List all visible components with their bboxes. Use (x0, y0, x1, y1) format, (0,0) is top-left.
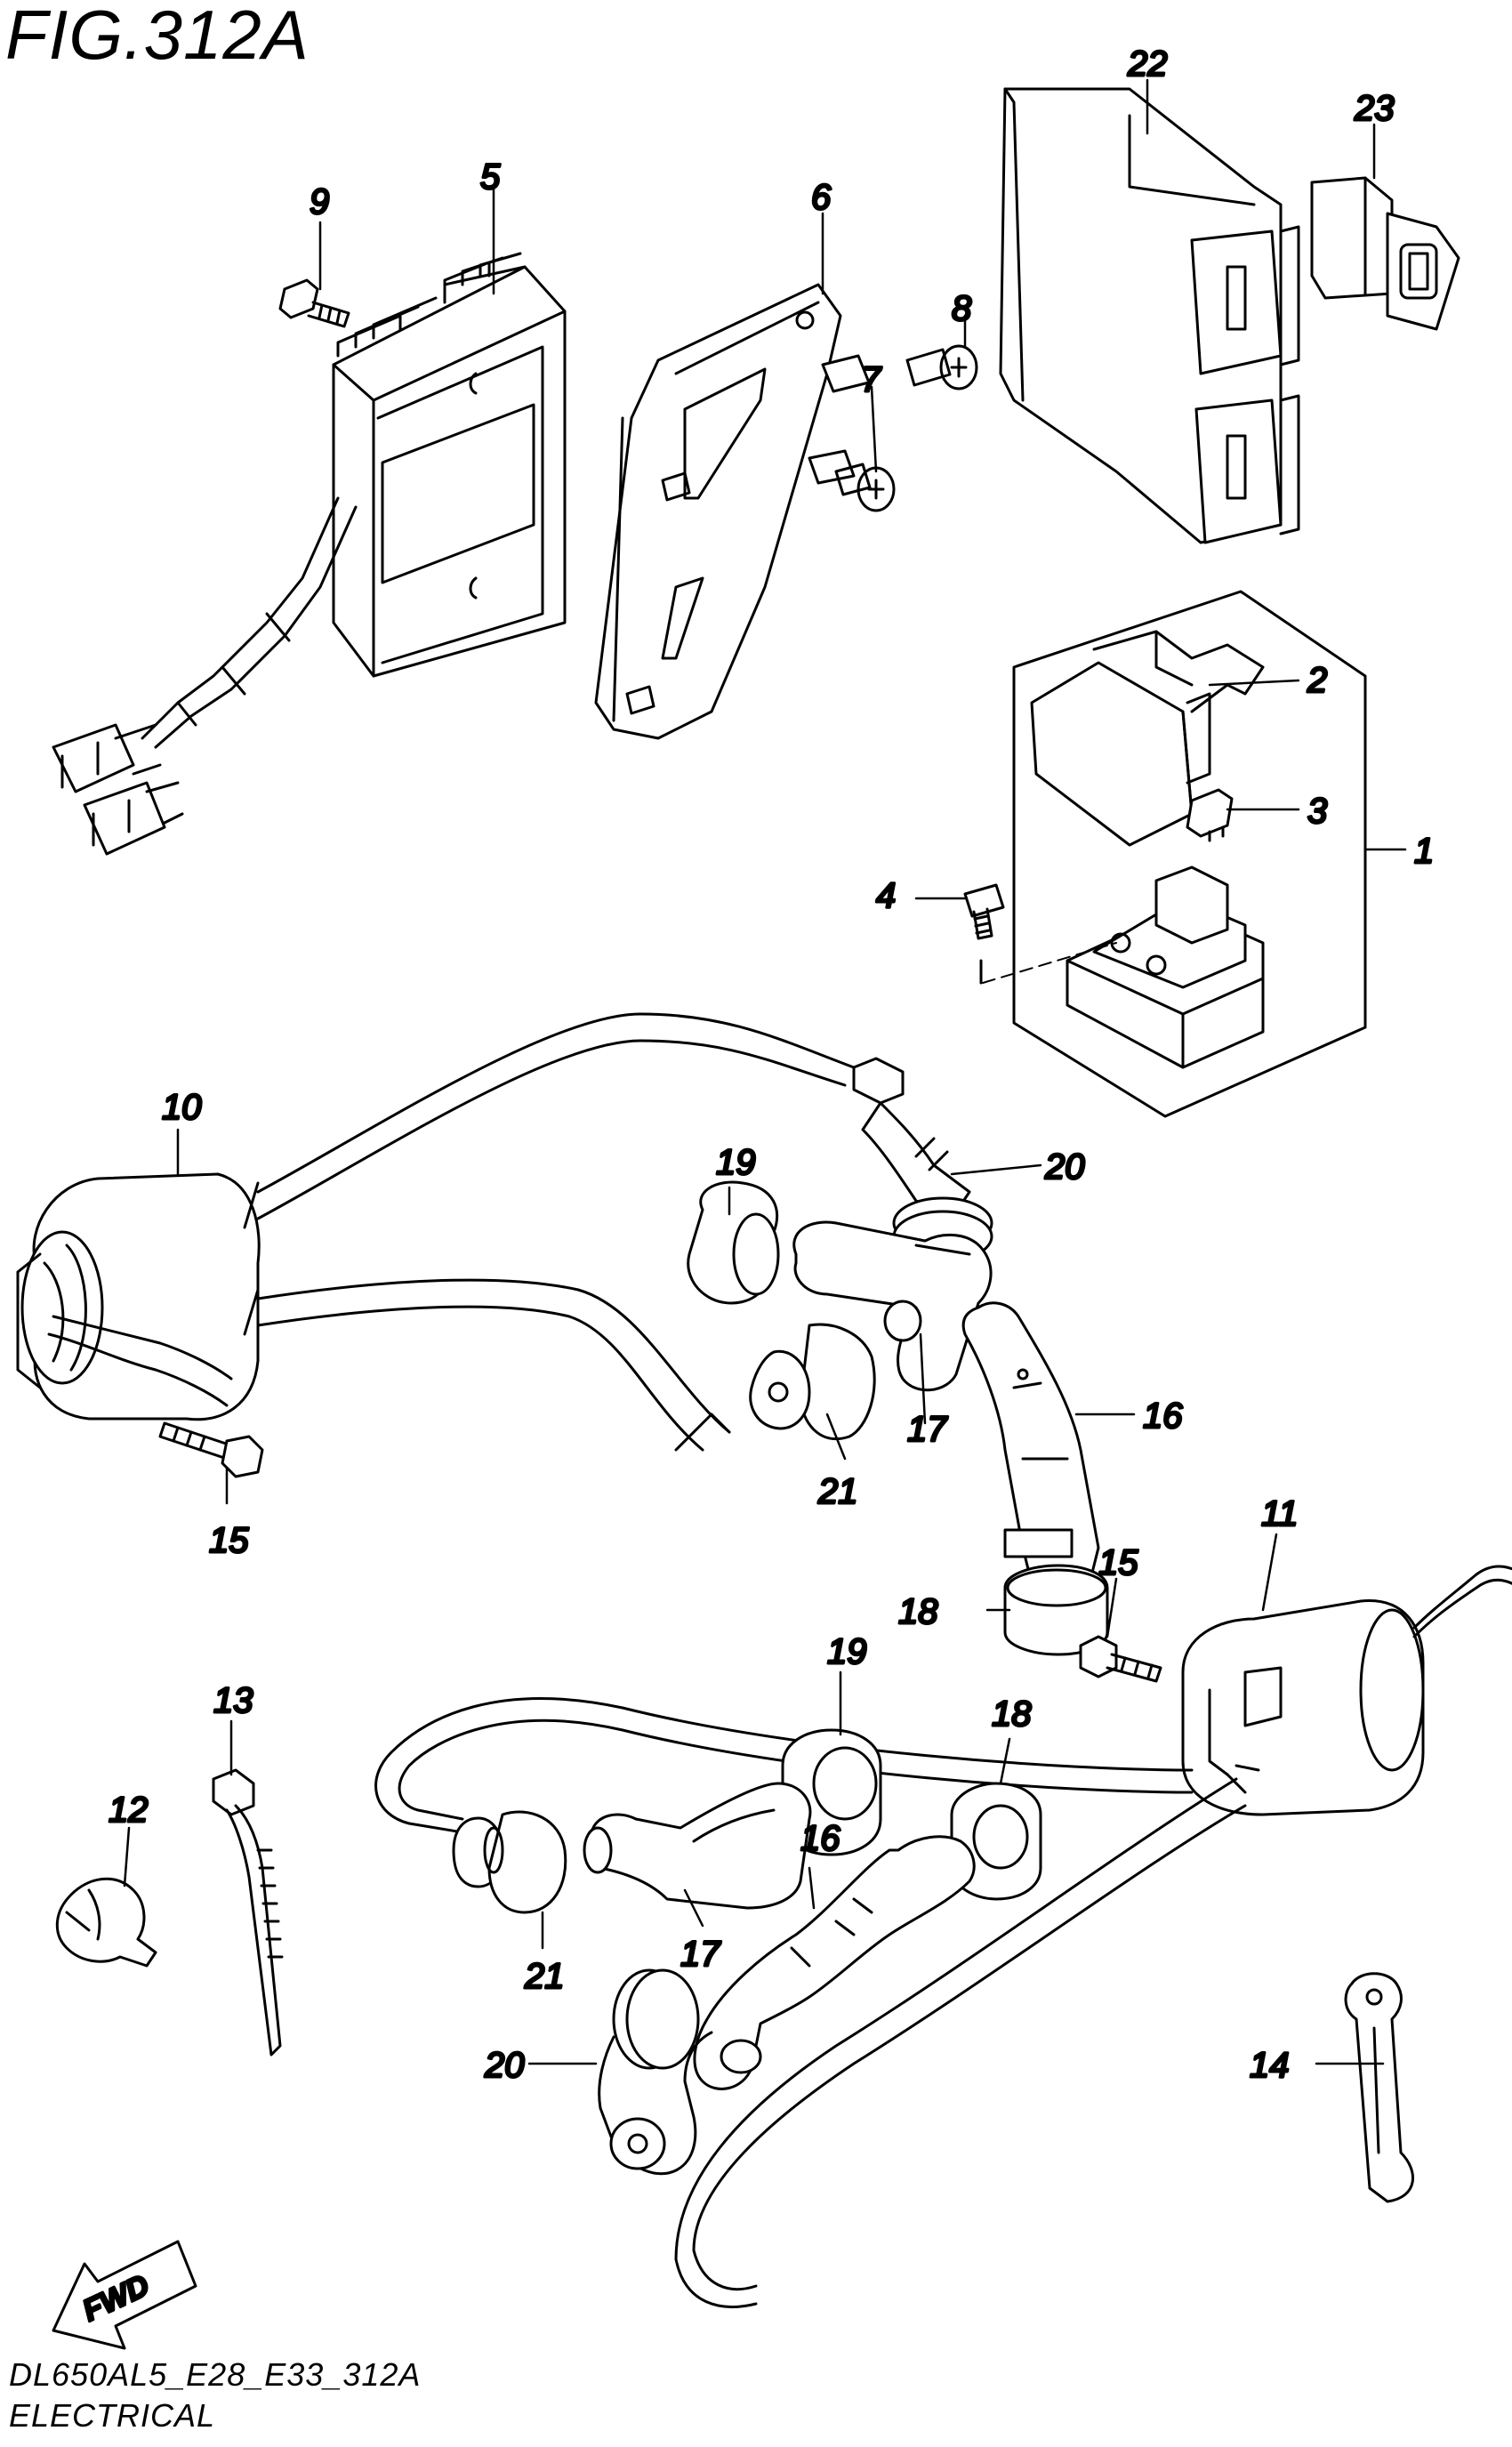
figure-code: DL650AL5_E28_E33_312A (9, 2356, 422, 2393)
callout-7: 7 (861, 360, 882, 399)
callout-labels: 2 3 1 4 5 6 7 8 9 10 11 12 13 14 15 15 1… (108, 44, 1436, 2087)
callout-6: 6 (811, 178, 832, 217)
bolt-icon (278, 278, 350, 328)
callout-20: 20 (1044, 1147, 1085, 1187)
screw-icon (963, 883, 1005, 940)
callout-1: 1 (1414, 832, 1434, 871)
callout-16: 16 (1143, 1397, 1183, 1436)
ignition-coil-icon (374, 1565, 1512, 2308)
grommet-icon (674, 1323, 876, 1452)
callout-18b: 18 (992, 1694, 1032, 1734)
plug-cap-icon (583, 1782, 812, 1910)
leader-lines (123, 78, 1407, 2065)
bolt-icon (821, 344, 978, 393)
figure-title: FIG.312A (5, 0, 310, 74)
callout-20b: 20 (484, 2046, 525, 2085)
ecm-icon (999, 87, 1300, 544)
callout-21b: 21 (524, 1957, 565, 1996)
callout-15: 15 (209, 1521, 249, 1560)
callout-8: 8 (952, 289, 972, 328)
seal-ring-icon (687, 1180, 780, 1305)
connector-icon (1310, 176, 1460, 331)
callout-3: 3 (1307, 792, 1327, 831)
cable-tie-icon (212, 1768, 284, 2057)
starter-relay-assembly-icon (979, 590, 1367, 1118)
bolt-icon (1079, 1635, 1162, 1683)
callout-18: 18 (898, 1592, 938, 1631)
callout-19: 19 (716, 1143, 756, 1182)
plug-cap-icon (792, 1220, 993, 1392)
callout-12: 12 (109, 1791, 149, 1830)
callout-10: 10 (162, 1088, 202, 1127)
regulator-rectifier-icon (52, 252, 567, 856)
bolt-icon (808, 449, 896, 512)
callout-17: 17 (907, 1410, 948, 1449)
plug-cap-icon (693, 1835, 976, 2090)
callout-11: 11 (1261, 1494, 1299, 1533)
callout-23: 23 (1354, 89, 1395, 128)
callout-17b: 17 (680, 1935, 721, 1974)
callout-9: 9 (310, 182, 329, 221)
ignition-coil-icon (16, 1012, 856, 1452)
figure-name: ELECTRICAL (9, 2397, 216, 2434)
callout-2: 2 (1307, 661, 1327, 700)
callout-22: 22 (1127, 44, 1168, 84)
callout-14: 14 (1250, 2046, 1290, 2085)
plug-cap-icon (598, 1968, 713, 2176)
clamp-strap-icon (1344, 1972, 1414, 2203)
callout-16b: 16 (800, 1819, 840, 1858)
callout-5: 5 (480, 157, 501, 197)
callout-13: 13 (213, 1681, 253, 1720)
callout-19b: 19 (827, 1632, 867, 1671)
clamp-icon (55, 1877, 157, 1968)
callout-21: 21 (817, 1472, 858, 1511)
bracket-icon (594, 283, 842, 740)
fwd-arrow-icon: FWD (52, 2240, 197, 2350)
callout-15b: 15 (1098, 1543, 1138, 1582)
bolt-icon (158, 1421, 264, 1478)
callout-4: 4 (876, 876, 896, 915)
grommet-icon (452, 1810, 567, 1914)
